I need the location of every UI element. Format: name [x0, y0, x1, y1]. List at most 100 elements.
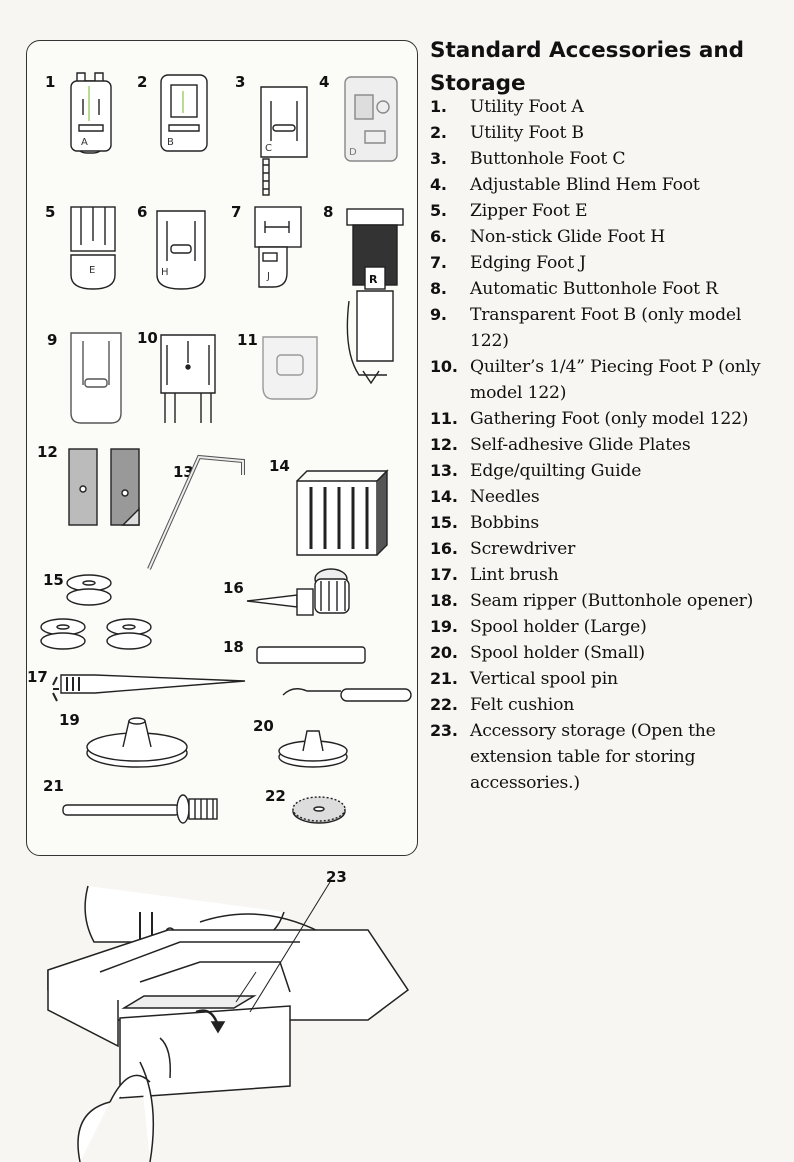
gathering-foot-drawing [262, 336, 318, 400]
figure-number: 11 [237, 331, 258, 349]
item-number: 22. [430, 695, 458, 714]
figure-number: 7 [231, 203, 242, 221]
item-number: 14. [430, 487, 458, 506]
item-number: 1. [430, 97, 447, 116]
item-text: Quilter’s 1/4” Piecing Foot P (only mode… [470, 357, 761, 403]
item-text: Buttonhole Foot C [470, 149, 626, 169]
item-text: Vertical spool pin [470, 669, 618, 689]
quilting-guide-drawing [147, 454, 245, 570]
item-number: 12. [430, 435, 458, 454]
page-title: Standard Accessories and Storage [430, 38, 745, 96]
figure-number: 3 [235, 73, 246, 91]
item-text: Needles [470, 487, 540, 507]
item-text: Zipper Foot E [470, 201, 588, 221]
figure-number: 16 [223, 579, 244, 597]
utility-foot-b-drawing: B [160, 74, 208, 152]
figure-number: 21 [43, 777, 64, 795]
figure-number: 2 [137, 73, 148, 91]
list-item: 19. Spool holder (Large) [430, 614, 780, 640]
figure-number: 14 [269, 457, 290, 475]
item-text: Lint brush [470, 565, 559, 585]
foot-letter: B [167, 137, 174, 148]
list-item: 18. Seam ripper (Buttonhole opener) [430, 588, 780, 614]
list-item: 17. Lint brush [430, 562, 780, 588]
item-number: 13. [430, 461, 458, 480]
lint-brush-drawing [52, 674, 246, 702]
list-item: 22. Felt cushion [430, 692, 780, 718]
list-item: 12. Self-adhesive Glide Plates [430, 432, 780, 458]
item-text: Utility Foot A [470, 97, 584, 117]
list-item: 7. Edging Foot J [430, 250, 780, 276]
item-number: 19. [430, 617, 458, 636]
item-number: 23. [430, 721, 458, 740]
item-text: Edging Foot J [470, 253, 586, 273]
item-number: 17. [430, 565, 458, 584]
blind-hem-foot-d-drawing: D [344, 76, 398, 162]
transparent-foot-b-drawing [70, 332, 122, 424]
list-item: 3.Buttonhole Foot C [430, 146, 780, 172]
figure-number: 10 [137, 329, 158, 347]
list-item: 14. Needles [430, 484, 780, 510]
zipper-foot-e-drawing: E [70, 206, 116, 290]
item-text: Accessory storage (Open the extension ta… [470, 721, 716, 793]
item-text: Screwdriver [470, 539, 576, 559]
item-number: 4. [430, 175, 447, 194]
list-item: 15.Bobbins [430, 510, 780, 536]
accessory-illustrations: A B C D [40, 72, 412, 824]
figure-number: 4 [319, 73, 330, 91]
edging-foot-j-drawing: J [254, 206, 302, 288]
buttonhole-foot-c-drawing: C [260, 86, 308, 196]
glide-plates-drawing [68, 448, 140, 526]
figure-number: 9 [47, 331, 58, 349]
figure-number: 8 [323, 203, 334, 221]
item-number: 15. [430, 513, 458, 532]
glide-foot-h-drawing: H [156, 210, 206, 290]
large-spool-holder-drawing [86, 717, 188, 768]
small-spool-holder-drawing [278, 730, 348, 768]
figure-number: 5 [45, 203, 56, 221]
figure-number: 19 [59, 711, 80, 729]
item-number: 7. [430, 253, 447, 272]
list-item: 20.Spool holder (Small) [430, 640, 780, 666]
felt-cushion-drawing [292, 796, 346, 824]
item-text: Seam ripper (Buttonhole opener) [470, 591, 754, 611]
item-text: Edge/quilting Guide [470, 461, 642, 481]
list-item: 8.Automatic Buttonhole Foot R [430, 276, 780, 302]
item-text: Automatic Buttonhole Foot R [470, 279, 718, 299]
foot-letter: R [369, 273, 378, 286]
item-text: Self-adhesive Glide Plates [470, 435, 691, 455]
list-item: 11.Gathering Foot (only model 122) [430, 406, 780, 432]
list-item: 13. Edge/quilting Guide [430, 458, 780, 484]
figure-number: 23 [326, 868, 347, 886]
figure-number: 12 [37, 443, 58, 461]
item-number: 2. [430, 123, 447, 142]
foot-letter: H [161, 267, 169, 278]
screwdriver-drawing [246, 568, 350, 616]
item-number: 9. [430, 305, 447, 324]
quilters-foot-p-drawing [160, 334, 216, 423]
item-number: 16. [430, 539, 458, 558]
figure-number: 1 [45, 73, 56, 91]
foot-letter: E [89, 265, 95, 276]
accessories-figure-panel: 1 2 3 4 5 6 7 8 9 10 11 12 13 14 15 16 1… [26, 40, 418, 856]
item-text: Spool holder (Large) [470, 617, 647, 637]
item-number: 18. [430, 591, 458, 610]
item-number: 6. [430, 227, 447, 246]
accessory-list: 1.Utility Foot A 2.Utility Foot B 3.Butt… [430, 94, 780, 796]
list-item: 16. Screwdriver [430, 536, 780, 562]
item-text: Transparent Foot B (only model 122) [470, 305, 742, 351]
list-item: 23. Accessory storage (Open the extension… [430, 718, 780, 796]
figure-number: 22 [265, 787, 286, 805]
item-text: Spool holder (Small) [470, 643, 645, 663]
list-item: 6.Non-stick Glide Foot H [430, 224, 780, 250]
item-number: 10. [430, 357, 458, 376]
buttonhole-foot-r-drawing: R [346, 208, 404, 385]
item-text: Adjustable Blind Hem Foot [470, 175, 700, 195]
foot-letter: J [266, 271, 270, 282]
foot-letter: C [265, 143, 272, 154]
item-number: 5. [430, 201, 447, 220]
needles-pack-drawing [296, 469, 389, 556]
figure-number: 15 [43, 571, 64, 589]
foot-letter: A [81, 137, 88, 148]
item-text: Felt cushion [470, 695, 575, 715]
